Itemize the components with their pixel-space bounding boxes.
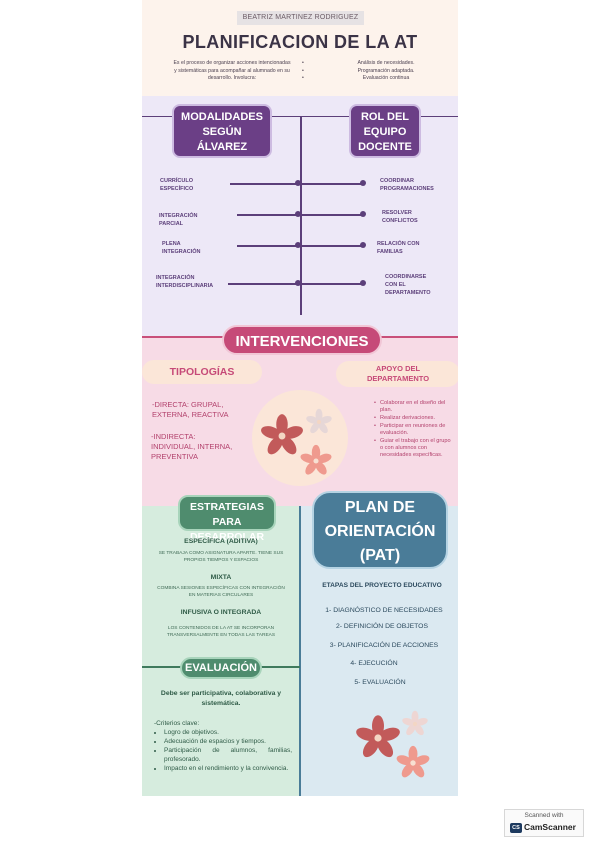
infographic-poster: BEATRIZ MARTINEZ RODRIGUEZ PLANIFICACION… [142,0,458,796]
timeline-dot [295,280,301,286]
flower-icon [306,408,332,434]
evaluacion-lead: Debe ser participativa, colaborativa y s… [160,690,282,707]
list-item: Impacto en el rendimiento y la convivenc… [164,764,292,773]
timeline-dot [360,280,366,286]
estrategia-title: INFUSIVA O INTEGRADA [180,609,262,616]
etapa-item: 3- PLANIFICACIÓN DE ACCIONES [329,642,439,649]
estrategia-text: SE TRABAJA COMO ASIGNATURA APARTE. TIENE… [158,551,284,563]
timeline-vertical-line [300,117,302,315]
intro-bullet: Análisis de necesidades. [302,60,442,68]
estrategias-heading: ESTRATEGIAS PARA DESARROLAR [178,495,276,543]
criterios-block: -Criterios clave: Logro de objetivos. Ad… [154,719,292,773]
modalidades-heading: MODALIDADES SEGÚN ÁLVAREZ [172,104,272,158]
tipologia-directa: -DIRECTA: GRUPAL, EXTERNA, REACTIVA [152,400,229,419]
estrategia-text: COMBINA SESIONES ESPECÍFICAS CON INTEGRA… [157,586,285,598]
estrategia-text: LOS CONTENIDOS DE LA AT SE INCORPORAN TR… [166,626,276,638]
timeline-dot [360,211,366,217]
intro-text: Es el proceso de organizar acciones inte… [173,60,291,81]
list-item: Logro de objetivos. [164,728,292,737]
camscanner-logo-icon: CS [510,823,522,833]
etapa-item: 4- EJECUCIÓN [350,660,398,667]
pat-heading: PLAN DE ORIENTACIÓN (PAT) [312,491,448,569]
list-item: Participar en reuniones de evaluación. [374,423,452,437]
intro-bullet: Programación adaptada. [302,68,442,76]
list-item: Adecuación de espacios y tiempos. [164,737,292,746]
timeline-dot [295,211,301,217]
list-item: Colaborar en el diseño del plan. [374,400,452,414]
apoyo-list: Colaborar en el diseño del plan. Realiza… [374,400,452,460]
tipologia-indirecta: -INDIRECTA: INDIVIDUAL, INTERNA, PREVENT… [151,432,233,461]
flower-icon [261,414,303,455]
list-item: Guiar el trabajo con el grupo o con alum… [374,438,452,459]
flower-icon [396,745,430,778]
timeline-dot [295,180,301,186]
column-divider [299,506,301,796]
divider-line [142,116,458,118]
flower-icon [402,710,428,736]
estrategia-title: ESPECÍFICA (ADITIVA) [184,538,258,545]
intervenciones-heading: INTERVENCIONES [222,325,382,355]
camscanner-watermark: Scanned with CS CamScanner [504,809,584,837]
evaluacion-heading: EVALUACIÓN [180,657,262,679]
flower-circle [252,390,348,486]
etapa-item: 1- DIAGNÓSTICO DE NECESIDADES [325,607,443,614]
etapa-item: 5- EVALUACIÓN [354,679,406,686]
apoyo-heading: APOYO DEL DEPARTAMENTO [336,361,458,387]
intro-bullets: Análisis de necesidades. Programación ad… [302,60,442,83]
author-name: BEATRIZ MARTINEZ RODRIGUEZ [237,11,364,25]
estrategia-title: MIXTA [210,574,232,581]
estrategias-section [142,506,300,796]
flower-icon [356,715,400,758]
list-item: Realizar derivaciones. [374,415,452,422]
etapa-item: 2- DEFINICIÓN DE OBJETOS [335,623,429,630]
timeline-dot [295,242,301,248]
etapas-heading: ETAPAS DEL PROYECTO EDUCATIVO [322,582,442,589]
intro-bullet: Evaluación continua [302,75,442,83]
list-item: Participación de alumnos, familias, prof… [164,746,292,764]
rol-heading: ROL DEL EQUIPO DOCENTE [349,104,421,158]
timeline-dot [360,242,366,248]
camscanner-brand: CamScanner [524,822,576,832]
scanned-with-label: Scanned with [524,812,564,819]
page-title: PLANIFICACION DE LA AT [182,32,418,52]
flower-icon [300,444,332,475]
tipologias-heading: TIPOLOGÍAS [142,360,262,384]
criterios-label: -Criterios clave: [154,720,200,727]
timeline-dot [360,180,366,186]
